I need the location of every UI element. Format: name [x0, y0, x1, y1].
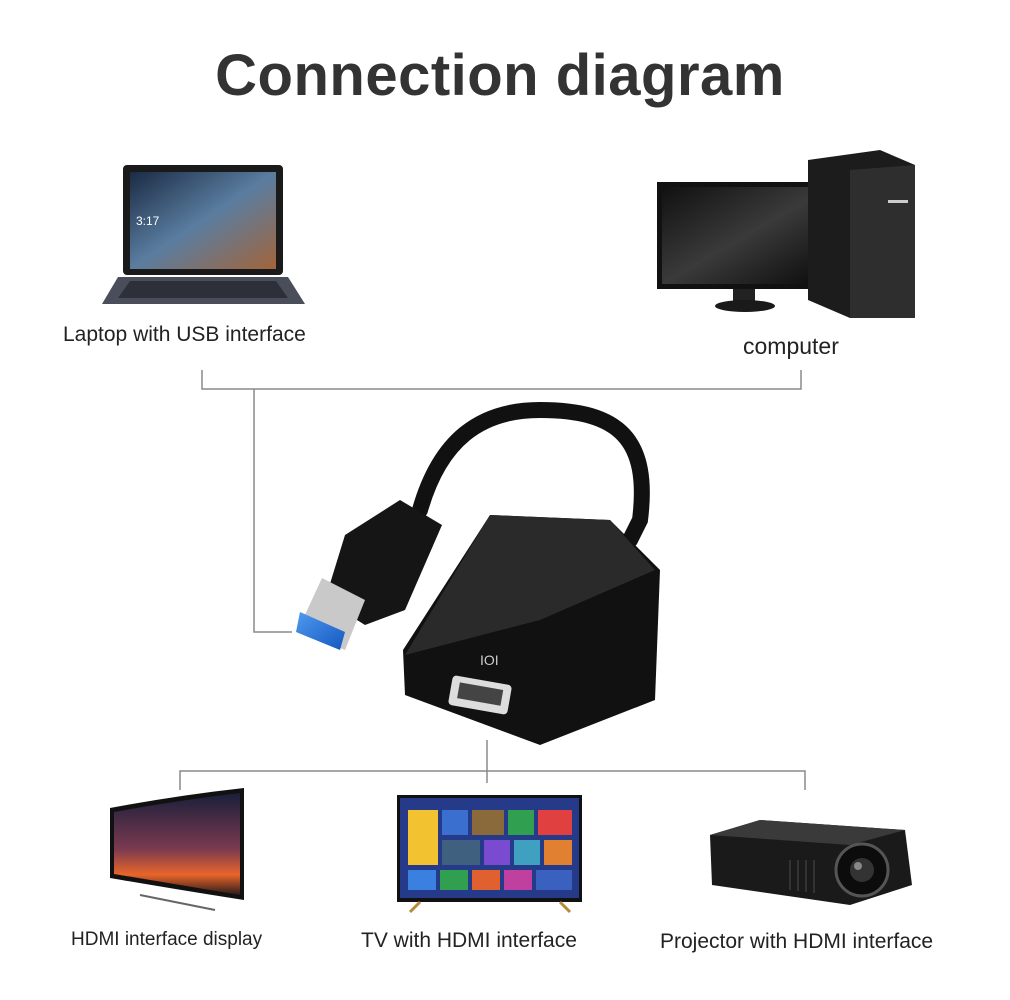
projector-label: Projector with HDMI interface: [660, 930, 934, 953]
laptop-icon: 3:17: [102, 165, 305, 304]
bottom-connector: [179, 770, 806, 790]
display-label: HDMI interface display: [71, 929, 263, 950]
page-title: Connection diagram: [215, 43, 785, 108]
usb-to-hdmi-adapter-icon: IOI: [296, 401, 660, 745]
top-connector: [201, 370, 802, 390]
smart-tv-icon: [397, 795, 582, 914]
computer-label: computer: [743, 333, 839, 359]
svg-text:IOI: IOI: [480, 652, 499, 668]
connector-lines: [179, 370, 806, 790]
desktop-computer-icon: [657, 150, 915, 318]
usb-connector: [253, 389, 292, 633]
laptop-label: Laptop with USB interface: [63, 323, 306, 346]
svg-text:3:17: 3:17: [136, 214, 160, 228]
curved-monitor-icon: [110, 788, 244, 911]
projector-icon: [710, 820, 912, 905]
tv-label: TV with HDMI interface: [361, 929, 577, 952]
